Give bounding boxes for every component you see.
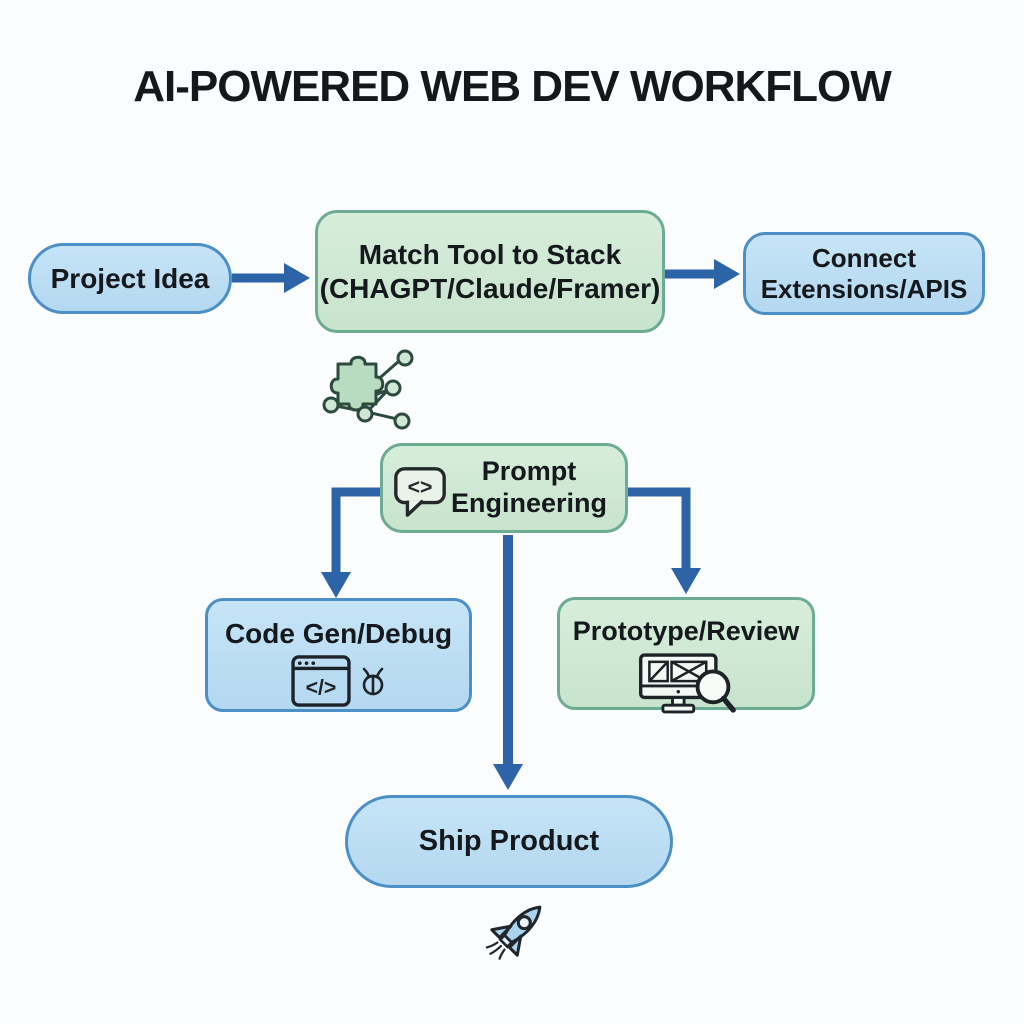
puzzle-network-icon — [322, 349, 414, 430]
prototype-icons — [633, 652, 739, 716]
arrow-prompt-to-prototype — [628, 487, 701, 594]
node-code-gen-debug: Code Gen/Debug </> — [205, 598, 472, 712]
node-label: Prototype/Review — [572, 616, 800, 646]
node-prompt-engineering: <> Prompt Engineering — [380, 443, 628, 533]
node-label: Ship Product — [418, 825, 600, 858]
codegen-icons: </> — [290, 654, 388, 708]
node-match-tool-to-stack: Match Tool to Stack (CHAGPT/Claude/Frame… — [315, 210, 665, 333]
code-window-icon: </> — [290, 655, 351, 707]
node-label-line1: Match Tool to Stack — [358, 239, 622, 271]
node-project-idea: Project Idea — [28, 243, 232, 314]
node-prototype-review: Prototype/Review — [557, 597, 815, 714]
arrow-prompt-to-ship — [493, 535, 523, 790]
arrow-prompt-to-codegen — [321, 487, 380, 598]
arrow-project-to-match — [232, 263, 310, 293]
puzzle-piece — [329, 355, 385, 412]
chat-code-icon: <> — [394, 467, 446, 517]
bug-icon — [362, 667, 383, 696]
node-label-line2: (CHAGPT/Claude/Framer) — [319, 272, 661, 304]
node-label-line1: Connect — [812, 242, 916, 273]
node-label: Code Gen/Debug — [224, 618, 453, 649]
node-label-line2: Extensions/APIS — [760, 273, 968, 304]
node-ship-product: Ship Product — [345, 795, 673, 888]
magnifier-icon — [695, 669, 731, 705]
node-label: Project Idea — [50, 262, 210, 294]
monitor-wireframe-magnifier-icon — [639, 653, 736, 714]
diagram-title: AI-POWERED WEB DEV WORKFLOW — [133, 62, 892, 111]
arrow-match-to-connect — [665, 259, 740, 289]
code-window-glyph: </> — [305, 677, 336, 700]
chat-code-glyph: <> — [408, 475, 433, 499]
node-label-line2: Engineering — [450, 488, 607, 518]
node-connect-extensions: Connect Extensions/APIS — [743, 232, 985, 315]
node-label-line1: Prompt — [481, 456, 577, 487]
rocket-icon — [485, 905, 542, 960]
